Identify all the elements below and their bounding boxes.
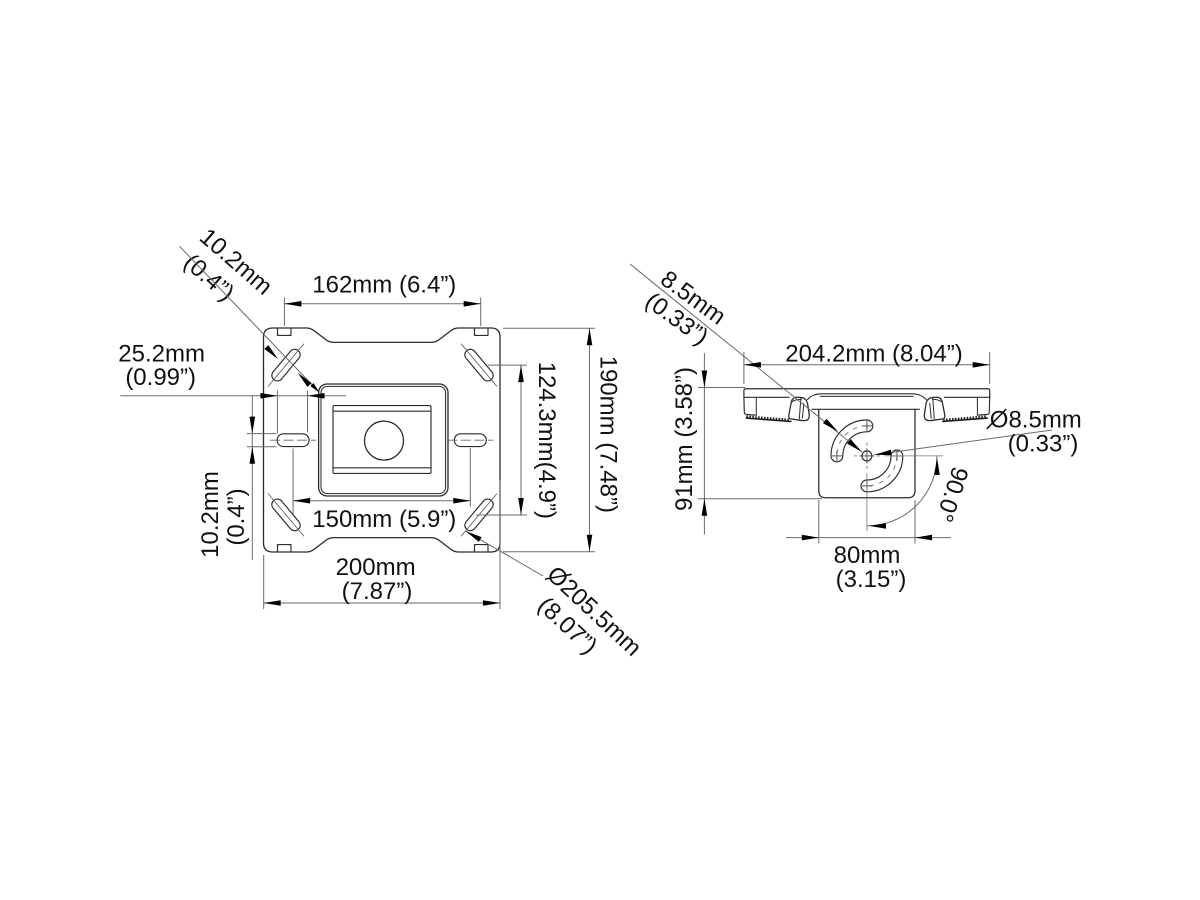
svg-text:91mm (3.58”): 91mm (3.58”) — [671, 367, 698, 511]
svg-text:(7.87”): (7.87”) — [342, 578, 413, 605]
svg-text:190mm (7.48”): 190mm (7.48”) — [594, 356, 621, 513]
svg-text:10.2mm: 10.2mm — [197, 471, 224, 558]
svg-text:(0.33”): (0.33”) — [1008, 431, 1079, 458]
svg-text:124.3mm(4.9”): 124.3mm(4.9”) — [533, 362, 560, 519]
svg-text:150mm (5.9”): 150mm (5.9”) — [312, 506, 456, 533]
svg-text:(0.99”): (0.99”) — [125, 364, 196, 391]
svg-text:(3.15”): (3.15”) — [836, 566, 907, 593]
svg-text:25.2mm: 25.2mm — [118, 341, 205, 368]
svg-text:162mm (6.4”): 162mm (6.4”) — [312, 272, 456, 299]
svg-text:80mm: 80mm — [834, 542, 901, 569]
svg-text:204.2mm (8.04”): 204.2mm (8.04”) — [785, 341, 962, 368]
svg-text:(0.4”): (0.4”) — [223, 488, 250, 545]
svg-text:200mm: 200mm — [336, 554, 416, 581]
